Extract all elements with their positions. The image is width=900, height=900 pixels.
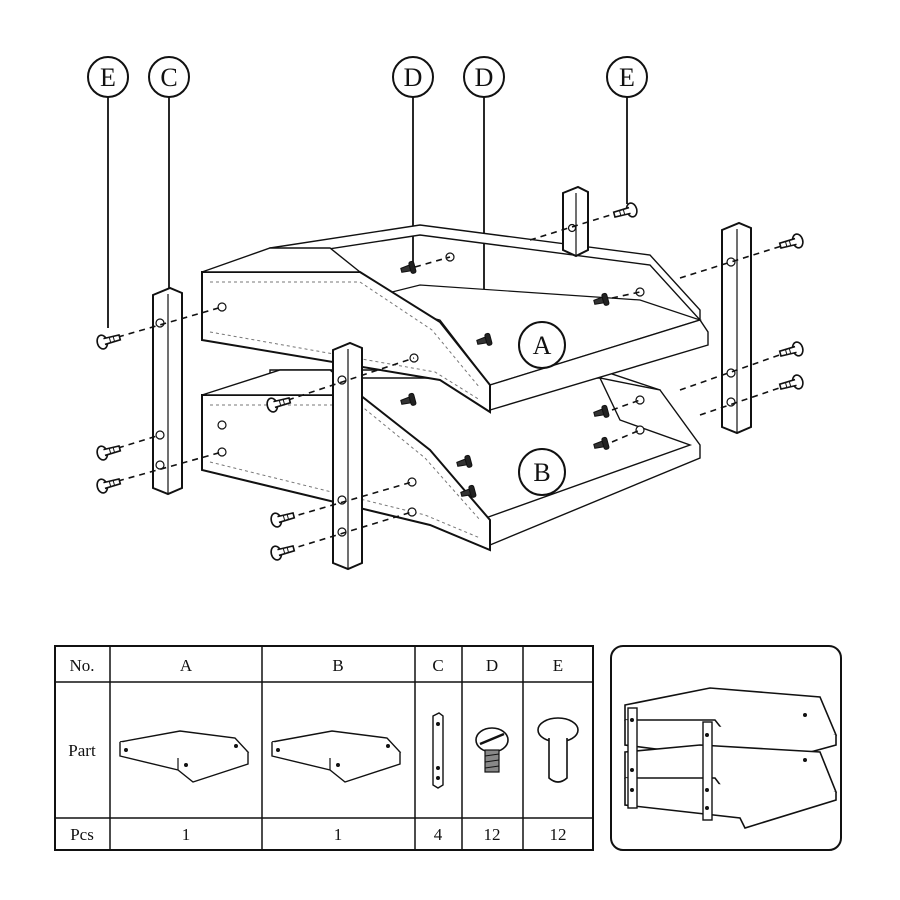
bolt-icon bbox=[537, 717, 579, 783]
pcs-d: 12 bbox=[484, 825, 501, 844]
label-tray-a: A bbox=[518, 321, 566, 369]
support-post-center-front bbox=[332, 341, 363, 571]
svg-text:E: E bbox=[100, 63, 116, 92]
header-d: D bbox=[486, 656, 498, 675]
svg-text:B: B bbox=[533, 458, 550, 487]
pcs-a: 1 bbox=[182, 825, 191, 844]
screw-icon bbox=[475, 727, 509, 773]
svg-text:D: D bbox=[475, 63, 494, 92]
callout-c-left: C bbox=[148, 56, 190, 292]
tray-icon bbox=[119, 730, 250, 783]
callout-e-right: E bbox=[606, 56, 648, 204]
support-post-right-back bbox=[721, 221, 752, 435]
svg-text:D: D bbox=[404, 63, 423, 92]
assembly-guides bbox=[117, 211, 789, 551]
svg-text:A: A bbox=[533, 331, 552, 360]
header-no: No. bbox=[69, 656, 94, 675]
row-label-part: Part bbox=[68, 741, 96, 760]
header-c: C bbox=[432, 656, 443, 675]
row-label-pcs: Pcs bbox=[70, 825, 94, 844]
svg-text:E: E bbox=[619, 63, 635, 92]
header-e: E bbox=[553, 656, 563, 675]
support-post-icon bbox=[432, 712, 444, 789]
header-b: B bbox=[332, 656, 343, 675]
callout-d-right: D bbox=[463, 56, 505, 336]
parts-table: No. A B C D E Part Pcs 1 1 4 12 12 bbox=[54, 645, 594, 851]
pcs-e: 12 bbox=[550, 825, 567, 844]
callout-e-left: E bbox=[87, 56, 129, 328]
support-post-left-back bbox=[562, 185, 589, 258]
support-post-left-front bbox=[152, 286, 183, 496]
pcs-c: 4 bbox=[434, 825, 443, 844]
svg-text:C: C bbox=[160, 63, 177, 92]
tray-icon bbox=[271, 730, 402, 783]
pcs-b: 1 bbox=[334, 825, 343, 844]
assembled-preview bbox=[610, 645, 842, 851]
label-tray-b: B bbox=[518, 448, 566, 496]
header-a: A bbox=[180, 656, 193, 675]
